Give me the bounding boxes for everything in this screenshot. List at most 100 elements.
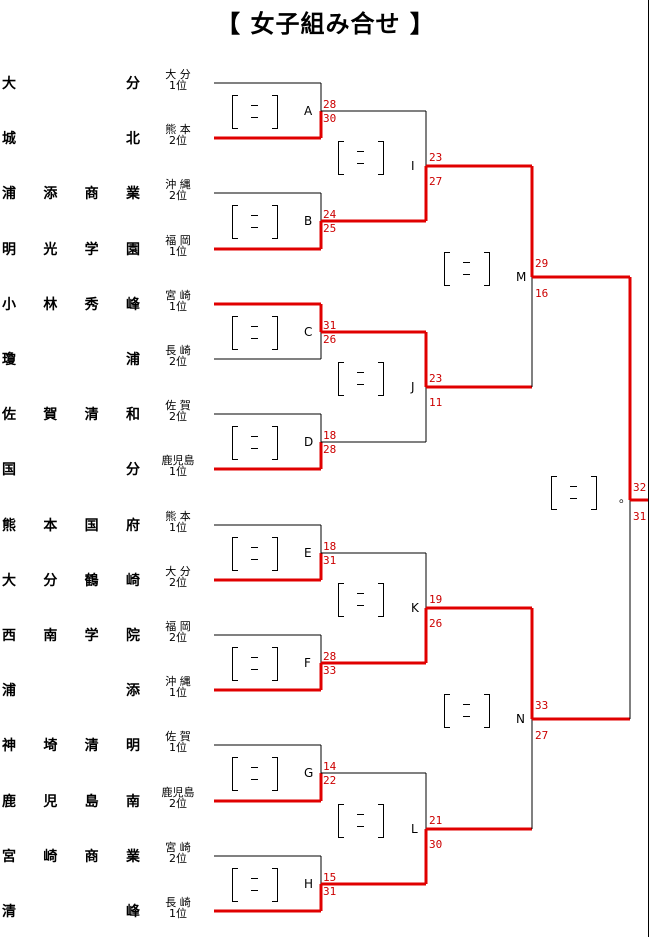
team-name-char: 城 — [2, 131, 16, 147]
bracket-box-mark — [463, 262, 470, 263]
score-box — [338, 583, 384, 617]
match-label: F — [304, 656, 311, 670]
team-name-char: 分 — [126, 462, 140, 478]
score-top: 33 — [535, 699, 549, 712]
team-name-char: 業 — [125, 186, 140, 202]
seed-rank: 2位 — [169, 134, 187, 147]
page-right-border — [648, 0, 649, 937]
seed-prefecture: 宮 崎 — [165, 289, 191, 302]
bracket-box-mark — [551, 476, 557, 510]
team-name-char: 島 — [84, 794, 99, 810]
seed-prefecture: 熊 本 — [165, 123, 191, 136]
match-label: I — [411, 159, 415, 173]
bracket-box-mark — [378, 583, 384, 617]
team-name-char: 鶴 — [84, 573, 99, 589]
seed-rank: 2位 — [169, 576, 187, 589]
score-bottom: 22 — [323, 774, 337, 787]
seed-rank: 2位 — [169, 189, 187, 202]
bracket-box-mark — [251, 890, 258, 891]
bracket-box-mark — [232, 316, 238, 350]
team-name-char: 国 — [84, 518, 99, 534]
score-top: 14 — [323, 760, 337, 773]
team-name-char: 園 — [125, 242, 140, 258]
team-name-char: 浦 — [2, 683, 16, 699]
bracket-box-mark — [272, 868, 278, 902]
score-box — [338, 804, 384, 838]
team-name-char: 添 — [126, 683, 140, 699]
match-label: G — [304, 766, 314, 780]
seed-rank: 1位 — [169, 465, 187, 478]
bracket-box-mark — [232, 426, 238, 460]
score-box — [232, 757, 278, 791]
team-name-char: 学 — [84, 628, 99, 644]
team-name: 神埼清明 — [2, 735, 140, 757]
bracket-box-mark — [338, 804, 344, 838]
seed-prefecture: 福 岡 — [165, 620, 191, 633]
score-box — [232, 537, 278, 571]
bracket-box-mark — [251, 669, 258, 670]
score-box — [232, 868, 278, 902]
team-name: 城北 — [2, 128, 140, 150]
bracket-box-mark — [338, 141, 344, 175]
seed-rank: 1位 — [169, 79, 187, 92]
bracket-box-mark — [378, 804, 384, 838]
score-bottom: 25 — [323, 222, 337, 235]
score-top: 18 — [323, 540, 337, 553]
score-box — [444, 694, 490, 728]
bracket-box-mark — [463, 716, 470, 717]
seed-rank: 1位 — [169, 245, 187, 258]
bracket-box-mark — [357, 826, 364, 827]
score-box — [232, 95, 278, 129]
seed-rank: 1位 — [169, 521, 187, 534]
team-name-char: 商 — [84, 849, 99, 865]
seed-prefecture: 大 分 — [165, 565, 191, 578]
team-name-char: 林 — [43, 297, 58, 313]
team-name: 国分 — [2, 459, 140, 481]
final-mark: 。 — [619, 491, 632, 505]
bracket-box-mark — [570, 498, 577, 499]
seed-prefecture: 沖 縄 — [165, 178, 191, 191]
team-name-char: 埼 — [43, 738, 58, 754]
seed-prefecture: 宮 崎 — [165, 841, 191, 854]
team-name: 大分 — [2, 73, 140, 95]
match-label: B — [304, 214, 313, 228]
seed-prefecture: 鹿児島 — [161, 786, 195, 799]
score-top: 23 — [429, 372, 443, 385]
team-name: 浦添 — [2, 680, 140, 702]
bracket-box-mark — [251, 227, 258, 228]
team-name-char: 宮 — [2, 849, 16, 865]
score-top: 19 — [429, 593, 443, 606]
team-name-char: 北 — [126, 131, 140, 147]
bracket-box-mark — [357, 151, 364, 152]
seed-rank: 1位 — [169, 686, 187, 699]
team-name-char: 国 — [2, 462, 16, 478]
score-box — [232, 205, 278, 239]
bracket-box-mark — [272, 426, 278, 460]
team-name-char: 浦 — [126, 352, 140, 368]
bracket-box-mark — [357, 384, 364, 385]
match-label: J — [411, 380, 415, 394]
score-bottom: 30 — [429, 838, 443, 851]
bracket-box-mark — [232, 868, 238, 902]
bracket-box-mark — [570, 486, 577, 487]
team-name-char: 清 — [84, 738, 99, 754]
bracket-box-mark — [232, 537, 238, 571]
bracket-box-mark — [251, 779, 258, 780]
bracket-box-mark — [251, 117, 258, 118]
bracket-box-mark — [232, 95, 238, 129]
bracket-box-mark — [338, 362, 344, 396]
bracket-box-mark — [357, 593, 364, 594]
score-box — [232, 316, 278, 350]
score-bottom: 26 — [323, 333, 337, 346]
team-name-char: 児 — [43, 794, 58, 810]
score-bottom: 11 — [429, 396, 443, 409]
seed-prefecture: 佐 賀 — [165, 399, 191, 412]
team-name: 明光学園 — [2, 239, 140, 261]
bracket-box-mark — [484, 694, 490, 728]
